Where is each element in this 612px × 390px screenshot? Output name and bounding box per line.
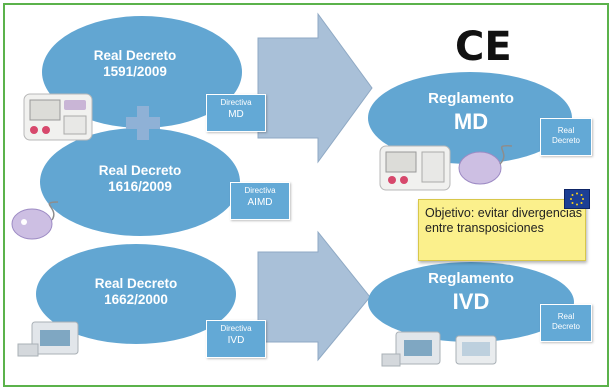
ellipse-reglamento-ivd <box>368 262 574 342</box>
upper-arrow <box>257 12 373 164</box>
plus-icon <box>126 106 160 140</box>
lab-equipment-icon <box>14 316 94 360</box>
rd-1662-line2: 1662/2000 <box>104 292 168 308</box>
rd-1591-label: Real Decreto 1591/2009 <box>70 48 200 80</box>
lower-arrow <box>257 230 371 362</box>
real-decreto-box-1-text: Real Decreto <box>541 126 591 146</box>
directiva-aimd-box: Directiva AIMD <box>230 182 290 220</box>
rd-1616-label: Real Decreto 1616/2009 <box>80 163 200 195</box>
directiva-ivd-box: Directiva IVD <box>206 320 266 358</box>
ce-mark: CE <box>455 24 512 70</box>
reglamento-md-line1: Reglamento <box>428 90 514 107</box>
reglamento-ivd-line2: IVD <box>452 289 490 314</box>
directiva-md-small: Directiva <box>220 98 252 107</box>
rd-1616-line2: 1616/2009 <box>108 179 172 195</box>
ellipse-rd-1616 <box>40 128 240 236</box>
directiva-md-box: Directiva MD <box>206 94 266 132</box>
reglamento-ivd-label: Reglamento IVD <box>408 270 534 315</box>
directiva-ivd-big: IVD <box>227 335 245 346</box>
pacemaker-icon <box>8 200 62 244</box>
directiva-ivd-small: Directiva <box>220 324 252 333</box>
rd-1591-line2: 1591/2009 <box>103 64 167 80</box>
reglamento-md-line2: MD <box>453 109 489 134</box>
medical-device-icon <box>22 88 96 144</box>
directiva-aimd-small: Directiva <box>244 186 276 195</box>
lab-equipment-icon <box>452 330 502 370</box>
directiva-md-big: MD <box>228 109 244 120</box>
objective-text: Objetivo: evitar divergencias entre tran… <box>425 206 583 235</box>
real-decreto-box-1-line1: Real <box>557 126 575 135</box>
eu-flag-icon <box>564 189 590 209</box>
rd-1591-line1: Real Decreto <box>93 48 177 63</box>
real-decreto-box-1: Real Decreto <box>540 118 592 156</box>
rd-1616-line1: Real Decreto <box>98 163 182 178</box>
directiva-aimd-big: AIMD <box>247 197 273 208</box>
lab-equipment-icon <box>380 326 452 370</box>
rd-1662-label: Real Decreto 1662/2000 <box>76 276 196 308</box>
reglamento-ivd-line1: Reglamento <box>428 270 514 287</box>
pacemaker-icon <box>456 142 514 188</box>
real-decreto-box-2: Real Decreto <box>540 304 592 342</box>
real-decreto-box-2-line2: Decreto <box>551 322 580 331</box>
real-decreto-box-2-line1: Real <box>557 312 575 321</box>
medical-device-icon <box>378 140 454 194</box>
objective-note: Objetivo: evitar divergencias entre tran… <box>418 199 586 261</box>
real-decreto-box-1-line2: Decreto <box>551 136 580 145</box>
reglamento-md-label: Reglamento MD <box>408 90 534 135</box>
rd-1662-line1: Real Decreto <box>94 276 178 291</box>
real-decreto-box-2-text: Real Decreto <box>541 312 591 332</box>
